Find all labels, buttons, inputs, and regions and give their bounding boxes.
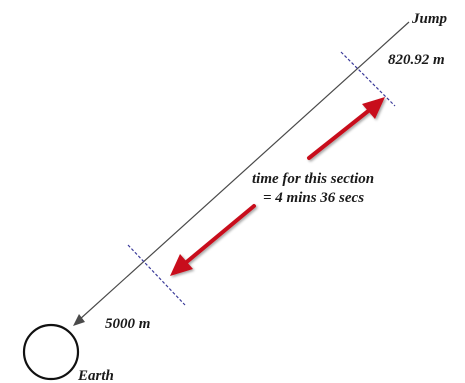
arrow-upper-head bbox=[362, 97, 385, 119]
arrow-lower-shaft bbox=[181, 204, 256, 267]
section-double-arrow bbox=[170, 97, 385, 276]
section-time-label-line2: = 4 mins 36 secs bbox=[263, 190, 364, 206]
jump-label: Jump bbox=[411, 11, 448, 27]
section-time-label-line1: time for this section bbox=[252, 171, 374, 187]
arrow-upper-shaft bbox=[307, 106, 374, 160]
earth-label: Earth bbox=[77, 368, 114, 383]
lower-distance-label: 5000 m bbox=[105, 316, 150, 332]
arrow-lower-head bbox=[170, 254, 193, 276]
jump-distance-label: 820.92 m bbox=[388, 52, 445, 68]
trajectory-arrowhead bbox=[73, 314, 85, 326]
upper-section-marker bbox=[340, 51, 396, 107]
earth-circle bbox=[22, 323, 80, 381]
lower-section-marker bbox=[127, 244, 186, 306]
trajectory-line bbox=[78, 21, 410, 321]
